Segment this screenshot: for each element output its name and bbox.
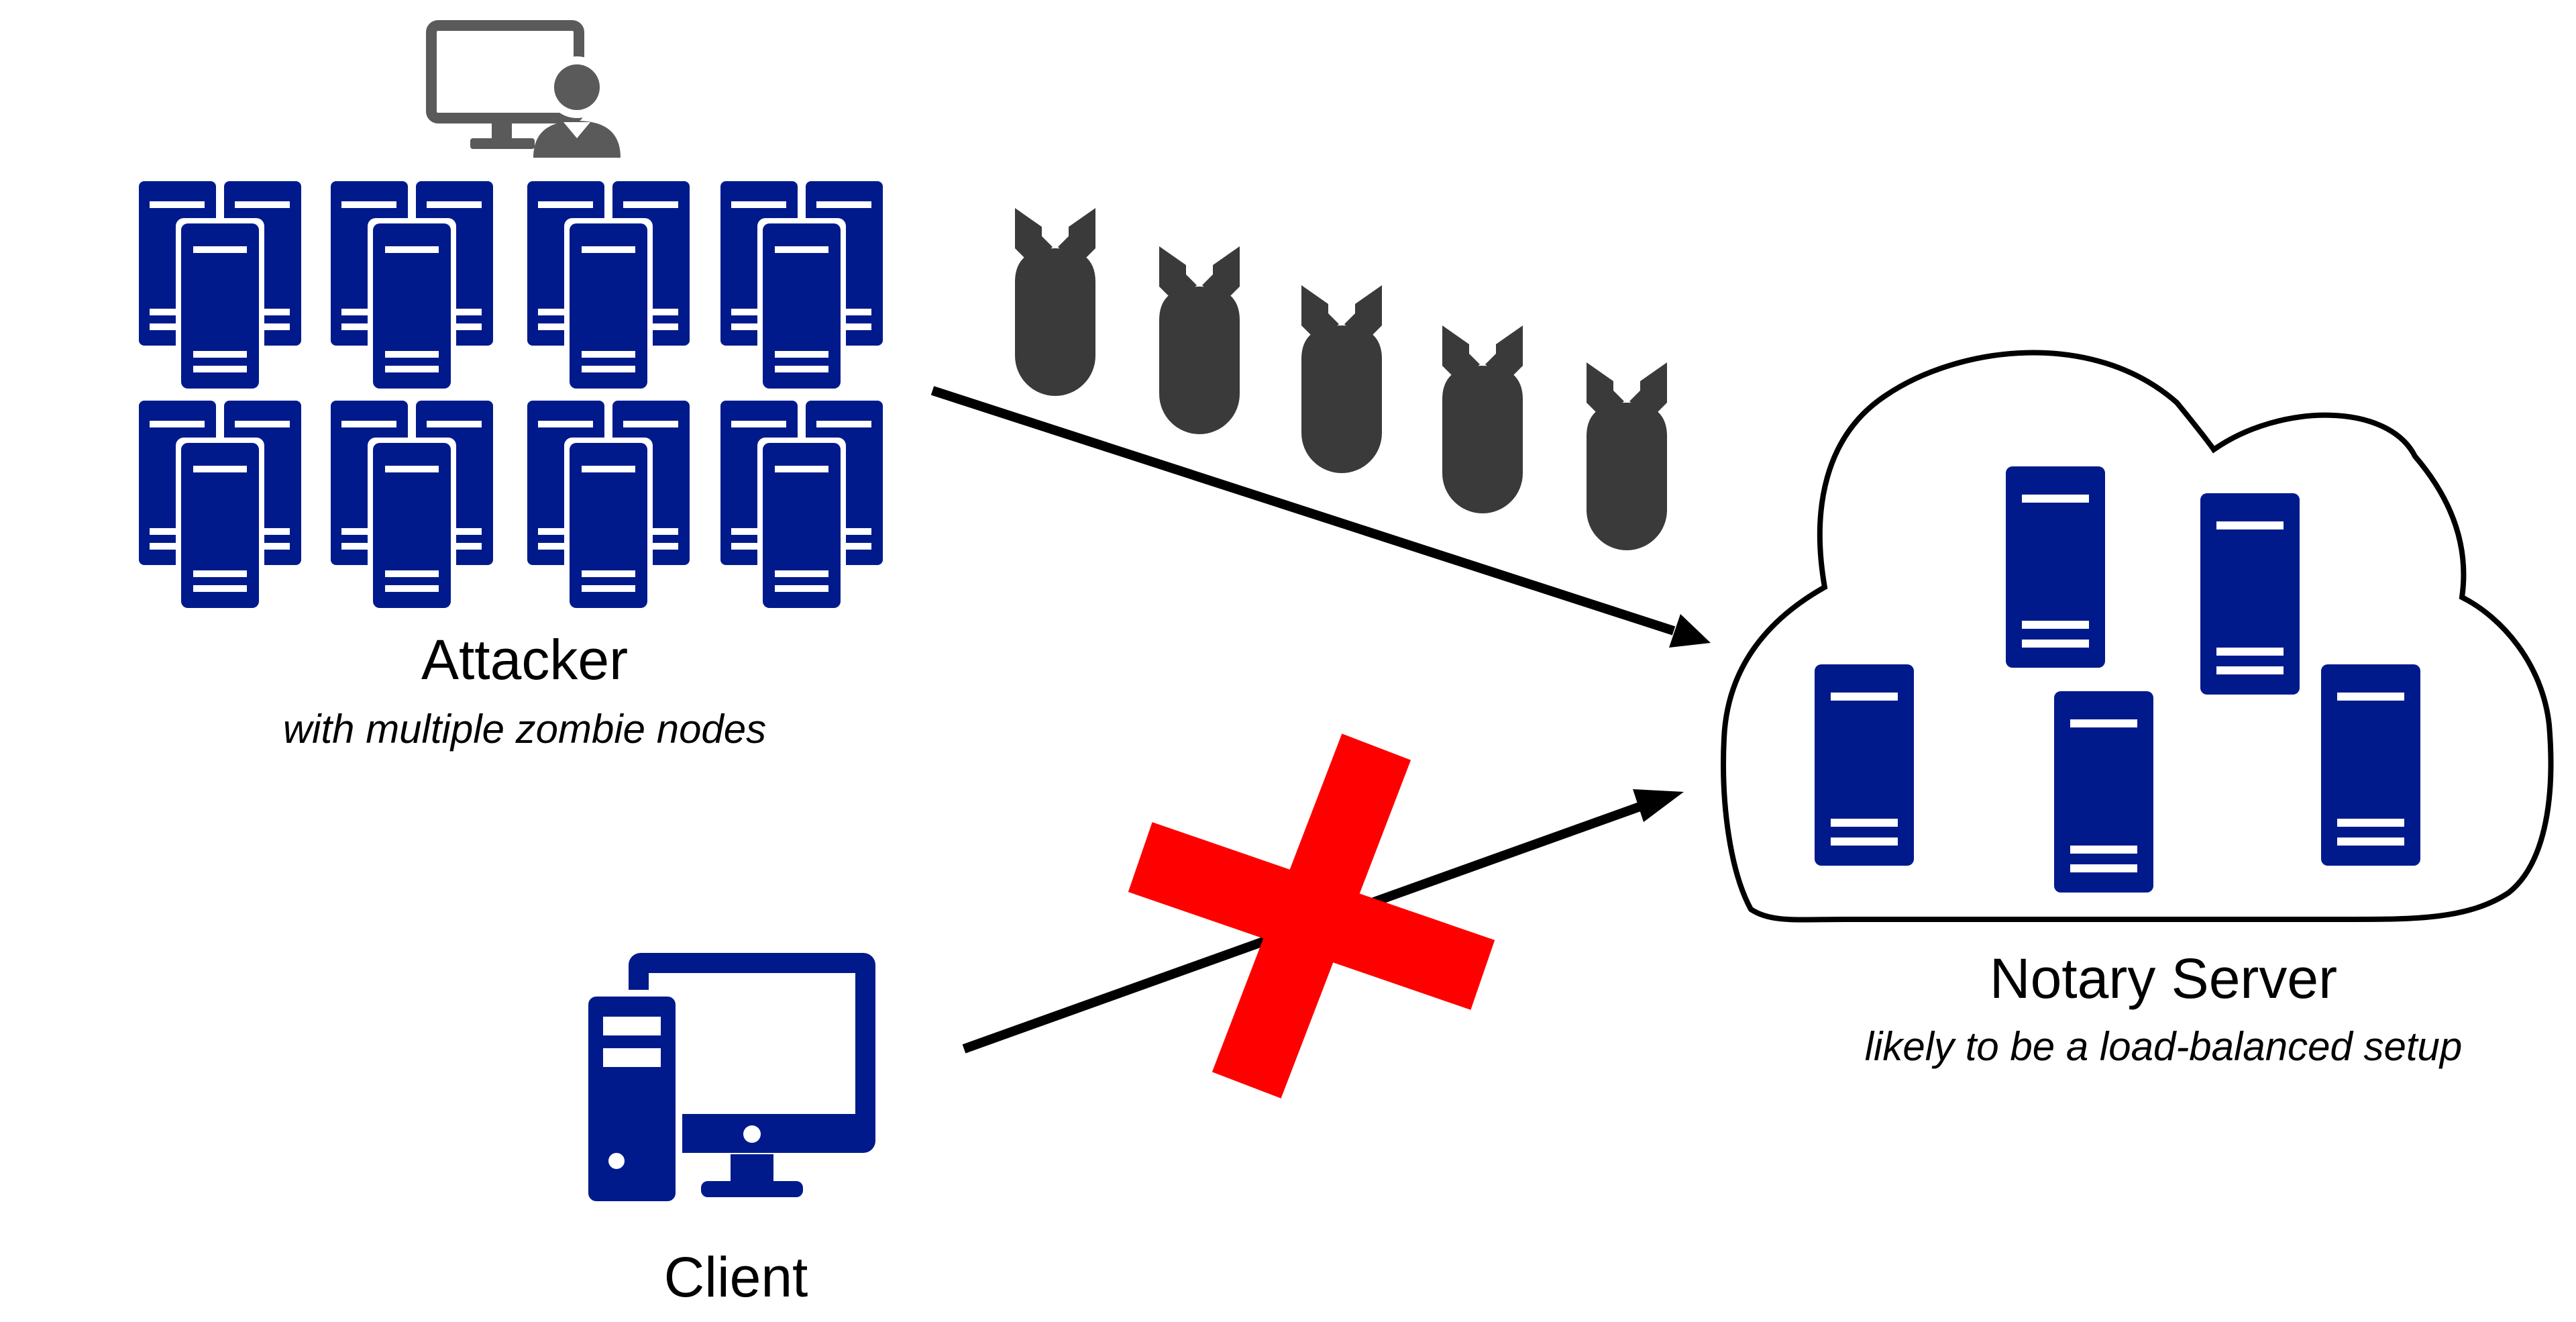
notary-server-subtitle: likely to be a load-balanced setup [1864,1024,2463,1069]
red-x-icon [1128,733,1495,1099]
server-cluster-icon [720,401,883,613]
desktop-computer-icon [582,953,875,1208]
server-cluster-icon [527,181,690,394]
server-tower-icon [2006,466,2105,668]
cloud-outline [1721,350,2554,923]
bomb-payloads [1015,208,1667,550]
server-cluster-icon [331,181,493,394]
notary-server-pool [1815,466,2420,893]
bomb-icon [1159,246,1240,434]
attacker-title: Attacker [421,628,629,691]
attacker-subtitle: with multiple zombie nodes [282,707,767,752]
server-tower-icon [2200,493,2300,695]
zombie-node-grid [139,181,883,613]
client-title: Client [663,1245,808,1309]
attack-arrow [930,386,1711,648]
bomb-icon [1301,285,1382,473]
bomb-icon [1015,208,1095,396]
server-cluster-icon [331,401,493,613]
server-cluster-icon [527,401,690,613]
notary-server-title: Notary Server [1989,947,2338,1010]
computer-user-icon [426,20,621,158]
server-cluster-icon [720,181,883,394]
server-tower-icon [2321,664,2420,866]
bomb-icon [1587,362,1667,550]
server-cluster-icon [139,401,301,613]
server-tower-icon [1815,664,1914,866]
server-cluster-icon [139,181,301,394]
server-tower-icon [2054,691,2153,893]
bomb-icon [1442,325,1523,513]
